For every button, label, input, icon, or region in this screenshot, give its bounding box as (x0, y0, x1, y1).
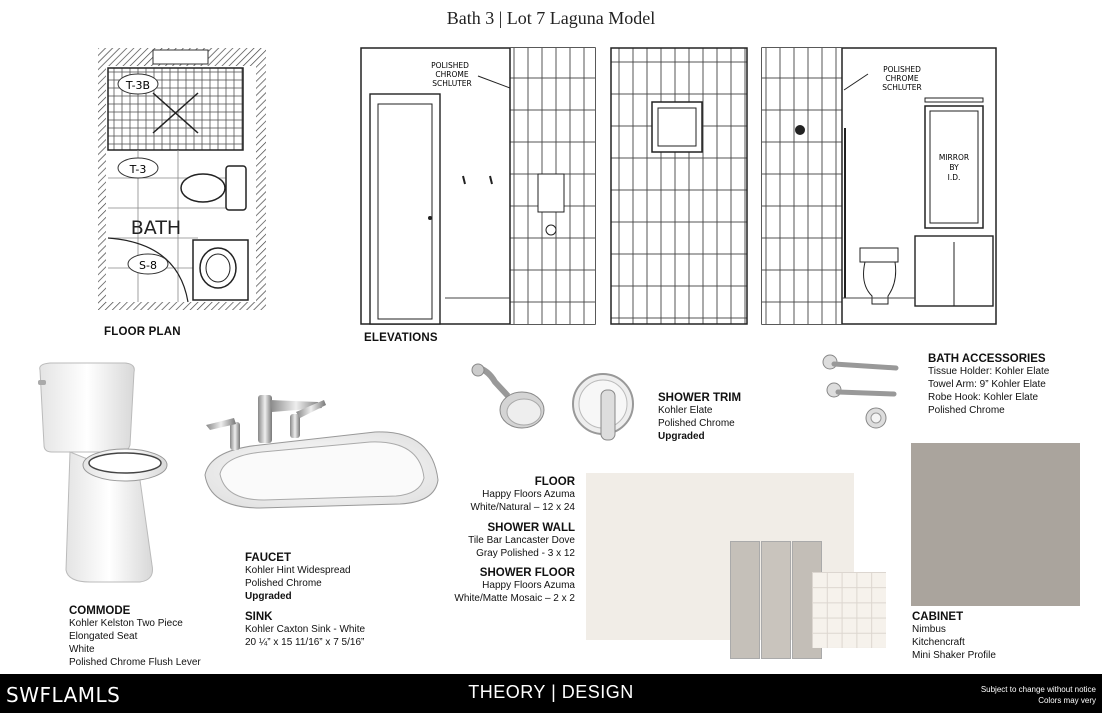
bath-accessories-header: BATH ACCESSORIES (928, 353, 1046, 365)
floor-plan-label: FLOOR PLAN (104, 326, 181, 338)
commode-spec: COMMODE Kohler Kelston Two Piece Elongat… (69, 605, 201, 669)
shower-wall-header: SHOWER WALL (487, 522, 575, 534)
floor-spec: FLOOR Happy Floors Azuma White/Natural –… (400, 476, 576, 514)
commode-line: White (69, 644, 95, 655)
shower-trim-image (471, 363, 634, 441)
commode-line: Polished Chrome Flush Lever (69, 657, 201, 668)
room-label: BATH (131, 217, 181, 239)
shower-floor-spec: SHOWER FLOOR Happy Floors Azuma White/Ma… (400, 567, 575, 605)
floor-plan-drawing: T-3B T-3 S-8 BATH (98, 48, 266, 310)
sink-header: SINK (245, 611, 273, 623)
faucet-line: Polished Chrome (245, 578, 322, 589)
brand-name: THEORY | DESIGN (468, 682, 634, 702)
floor-line: White/Natural – 12 x 24 (470, 502, 576, 513)
faucet-spec: FAUCET Kohler Hint Widespread Polished C… (245, 552, 351, 603)
tag-s8: S-8 (139, 259, 157, 272)
tag-t3b: T-3B (125, 79, 150, 92)
bath-accessories-line: Polished Chrome (928, 405, 1005, 416)
page-title: Bath 3 | Lot 7 Laguna Model (446, 8, 656, 28)
floor-line: Happy Floors Azuma (482, 489, 575, 500)
bath-accessories-line: Robe Hook: Kohler Elate (928, 392, 1039, 403)
mirror-note-b: BY (949, 163, 959, 172)
elevations-label: ELEVATIONS (364, 332, 438, 344)
cabinet-spec: CABINET Nimbus Kitchencraft Mini Shaker … (912, 611, 996, 662)
wall-tile-swatch-2 (761, 541, 791, 659)
sink-line: 20 ¼” x 15 11/16” x 7 5/16” (245, 637, 365, 648)
shower-trim-header: SHOWER TRIM (658, 392, 742, 404)
sink-faucet-image (204, 395, 439, 509)
shower-trim-line: Polished Chrome (658, 418, 735, 429)
schluter-note-2c: SCHLUTER (882, 83, 921, 92)
shower-floor-mosaic-swatch (812, 572, 886, 648)
cabinet-line: Nimbus (912, 624, 946, 635)
footer-bar (0, 674, 1102, 713)
shower-wall-line: Tile Bar Lancaster Dove (468, 535, 575, 546)
schluter-note-2a: POLISHED (883, 65, 921, 74)
swflamls-logo: SWFLAMLS (6, 683, 121, 707)
elevations-drawing: POLISHED CHROME SCHLUTER POLISHED CHROME… (360, 47, 997, 325)
faucet-header: FAUCET (245, 552, 291, 564)
schluter-note-2b: CHROME (885, 74, 918, 83)
commode-line: Kohler Kelston Two Piece (69, 618, 183, 629)
cabinet-line: Mini Shaker Profile (912, 650, 996, 661)
cabinet-line: Kitchencraft (912, 637, 965, 648)
bath-accessories-spec: BATH ACCESSORIES Tissue Holder: Kohler E… (928, 353, 1049, 417)
shower-trim-spec: SHOWER TRIM Kohler Elate Polished Chrome… (658, 392, 741, 443)
commode-image (38, 362, 168, 583)
shower-floor-header: SHOWER FLOOR (479, 567, 575, 579)
disclaimer: Subject to change without notice Colors … (981, 684, 1096, 706)
commode-line: Elongated Seat (69, 631, 138, 642)
faucet-upgrade: Upgraded (245, 591, 292, 602)
mirror-note-c: I.D. (948, 173, 961, 182)
schluter-note-1a: POLISHED (431, 61, 469, 70)
bath-accessories-line: Tissue Holder: Kohler Elate (928, 366, 1050, 377)
tag-t3: T-3 (129, 163, 147, 176)
bath-accessories-line: Towel Arm: 9” Kohler Elate (928, 379, 1046, 390)
mirror-note-a: MIRROR (939, 153, 969, 162)
cabinet-header: CABINET (912, 611, 964, 623)
faucet-line: Kohler Hint Widespread (245, 565, 351, 576)
wall-tile-swatch-1 (730, 541, 760, 659)
sink-spec: SINK Kohler Caxton Sink - White 20 ¼” x … (245, 611, 365, 649)
sink-line: Kohler Caxton Sink - White (245, 624, 366, 635)
shower-trim-line: Kohler Elate (658, 405, 713, 416)
floor-header: FLOOR (534, 476, 575, 488)
cabinet-color-swatch (911, 443, 1080, 606)
schluter-note-1c: SCHLUTER (432, 79, 471, 88)
disclaimer-line-2: Colors may very (1038, 696, 1096, 705)
shower-floor-line: Happy Floors Azuma (482, 580, 575, 591)
disclaimer-line-1: Subject to change without notice (980, 685, 1096, 694)
shower-floor-line: White/Matte Mosaic – 2 x 2 (454, 593, 575, 604)
bath-accessories-image (822, 354, 899, 429)
shower-wall-line: Gray Polished - 3 x 12 (476, 548, 575, 559)
schluter-note-1b: CHROME (435, 70, 468, 79)
commode-header: COMMODE (69, 605, 131, 617)
shower-wall-spec: SHOWER WALL Tile Bar Lancaster Dove Gray… (400, 522, 575, 560)
shower-trim-upgrade: Upgraded (658, 431, 705, 442)
